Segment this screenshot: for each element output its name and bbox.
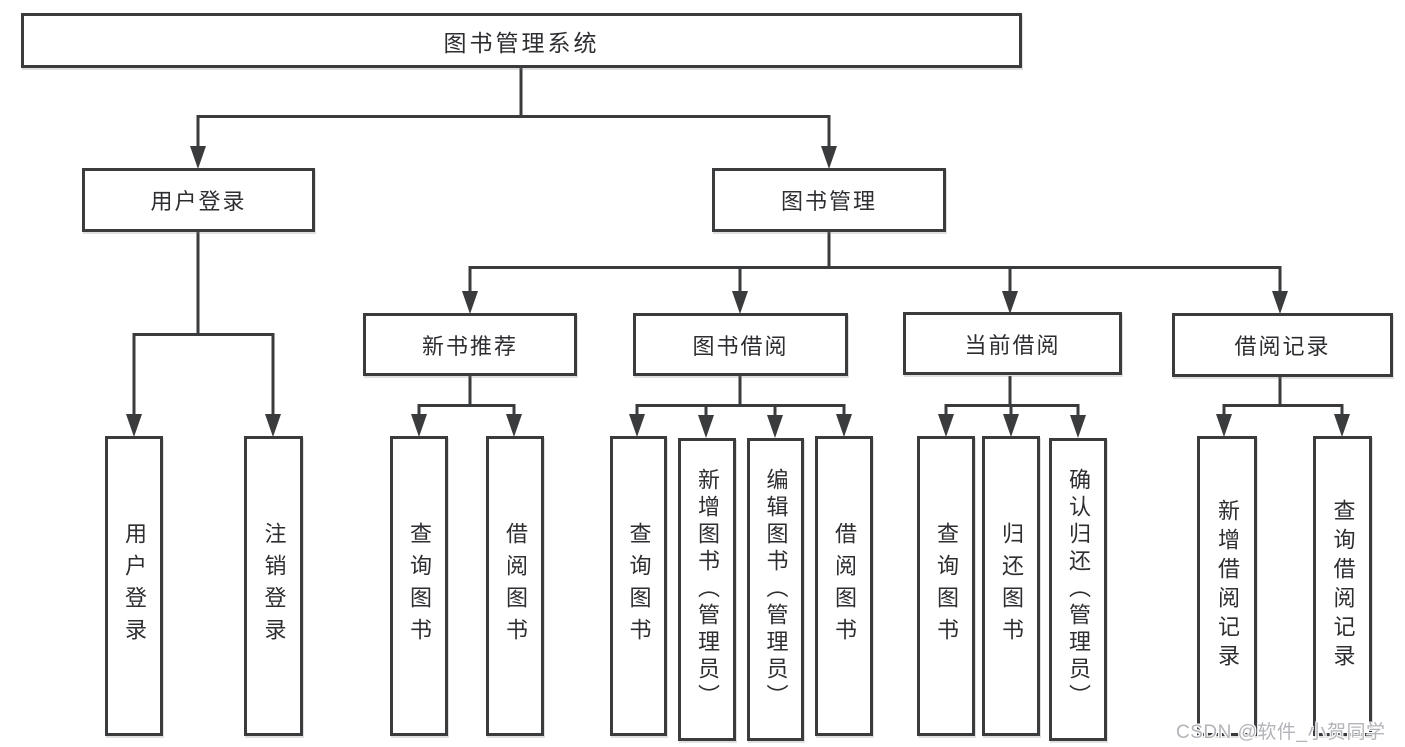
leaf-label: 查询图书	[934, 522, 959, 650]
node-label: 新书推荐	[421, 333, 518, 359]
node-label: 图书借阅	[692, 333, 789, 359]
watermark-text: CSDN @软件_小贺同学	[1176, 722, 1386, 743]
leaf-label: 查询图书	[626, 522, 652, 650]
leaf-label: 新增图书（管理员）	[695, 468, 720, 711]
leaf-label: 编辑图书（管理员）	[763, 468, 789, 711]
leaf-label: 查询借阅记录	[1330, 499, 1356, 673]
node-label: 用户登录	[150, 189, 247, 214]
leaf-add-borrow-record: 新增借阅记录	[1197, 436, 1257, 736]
node-book-management: 图书管理	[712, 168, 946, 232]
leaf-query-borrow-record: 查询借阅记录	[1313, 436, 1372, 736]
leaf-return-books: 归还图书	[982, 436, 1040, 736]
node-label: 借阅记录	[1234, 334, 1331, 359]
node-label: 图书管理	[780, 189, 877, 214]
leaf-confirm-return-admin: 确认归还（管理员）	[1049, 438, 1107, 741]
leaf-query-books-current: 查询图书	[917, 436, 975, 736]
leaf-label: 借阅图书	[503, 522, 528, 650]
leaf-user-login: 用户登录	[105, 436, 163, 736]
leaf-label: 借阅图书	[832, 522, 857, 650]
leaf-add-books-admin: 新增图书（管理员）	[678, 438, 736, 741]
leaf-edit-books-admin: 编辑图书（管理员）	[747, 438, 804, 741]
node-current-borrowing: 当前借阅	[903, 312, 1122, 375]
node-book-borrowing: 图书借阅	[633, 313, 848, 376]
leaf-label: 新增借阅记录	[1215, 499, 1240, 673]
leaf-label: 注销登录	[261, 522, 287, 650]
node-borrowing-records: 借阅记录	[1172, 313, 1393, 377]
leaf-label: 查询图书	[407, 522, 432, 650]
leaf-query-books-recommend: 查询图书	[390, 436, 448, 736]
node-library-management-system: 图书管理系统	[21, 13, 1022, 68]
node-user-login: 用户登录	[82, 168, 315, 232]
node-label: 图书管理系统	[443, 29, 600, 56]
node-label: 当前借阅	[964, 332, 1061, 358]
leaf-borrow-books: 借阅图书	[815, 436, 873, 736]
leaf-query-books-borrowing: 查询图书	[610, 436, 667, 736]
node-new-book-recommend: 新书推荐	[363, 313, 577, 376]
leaf-label: 确认归还（管理员）	[1066, 468, 1091, 711]
leaf-label: 用户登录	[122, 522, 147, 650]
leaf-label: 归还图书	[999, 522, 1024, 650]
leaf-logout: 注销登录	[244, 436, 303, 736]
leaf-borrow-books-recommend: 借阅图书	[486, 436, 544, 736]
